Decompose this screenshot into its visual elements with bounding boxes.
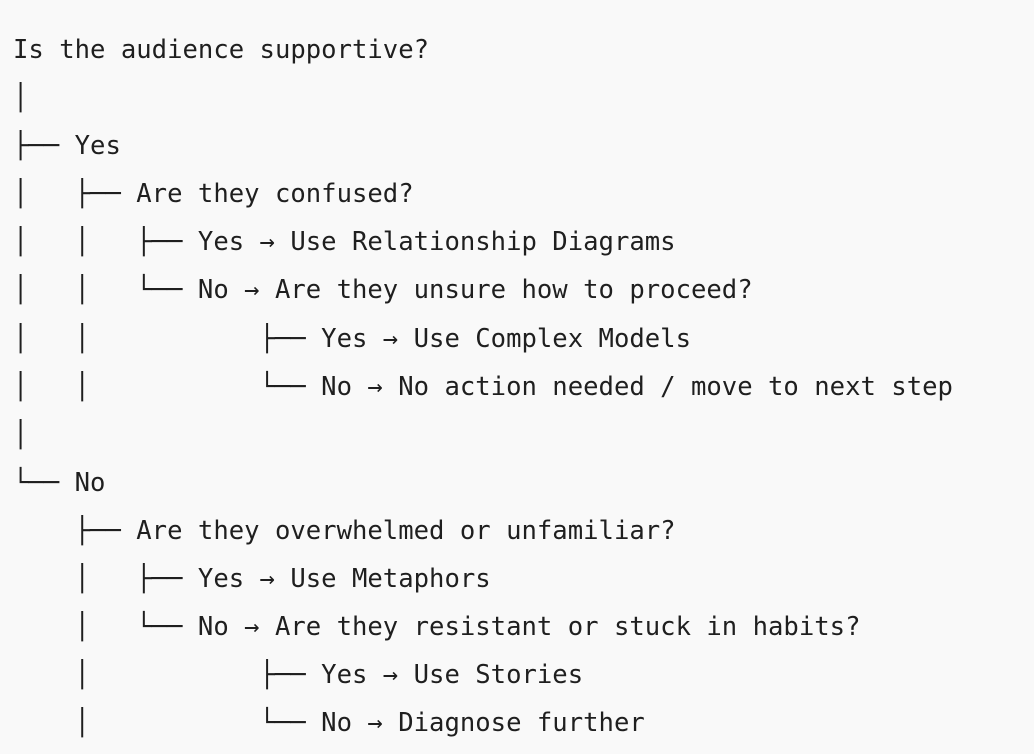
tree-line-outcome-relationship-diagrams: │ │ ├── Yes → Use Relationship Diagrams bbox=[13, 227, 676, 258]
tree-line-connector: │ bbox=[13, 83, 29, 114]
tree-line-question-overwhelmed: ├── Are they overwhelmed or unfamiliar? bbox=[13, 515, 676, 546]
tree-line-branch-no: └── No bbox=[13, 467, 106, 498]
tree-line-outcome-diagnose: │ └── No → Diagnose further bbox=[13, 708, 645, 739]
tree-line-question-unsure: │ │ └── No → Are they unsure how to proc… bbox=[13, 275, 753, 306]
tree-line-outcome-complex-models: │ │ ├── Yes → Use Complex Models bbox=[13, 323, 691, 354]
tree-line-branch-yes: ├── Yes bbox=[13, 131, 121, 162]
tree-line-question-confused: │ ├── Are they confused? bbox=[13, 179, 414, 210]
tree-line-outcome-stories: │ ├── Yes → Use Stories bbox=[13, 660, 584, 691]
tree-line-outcome-no-action: │ │ └── No → No action needed / move to … bbox=[13, 371, 953, 402]
tree-line-outcome-metaphors: │ ├── Yes → Use Metaphors bbox=[13, 564, 491, 595]
tree-line-question-resistant: │ └── No → Are they resistant or stuck i… bbox=[13, 612, 861, 643]
tree-line-connector: │ bbox=[13, 419, 29, 450]
tree-line-root-question: Is the audience supportive? bbox=[13, 35, 430, 65]
